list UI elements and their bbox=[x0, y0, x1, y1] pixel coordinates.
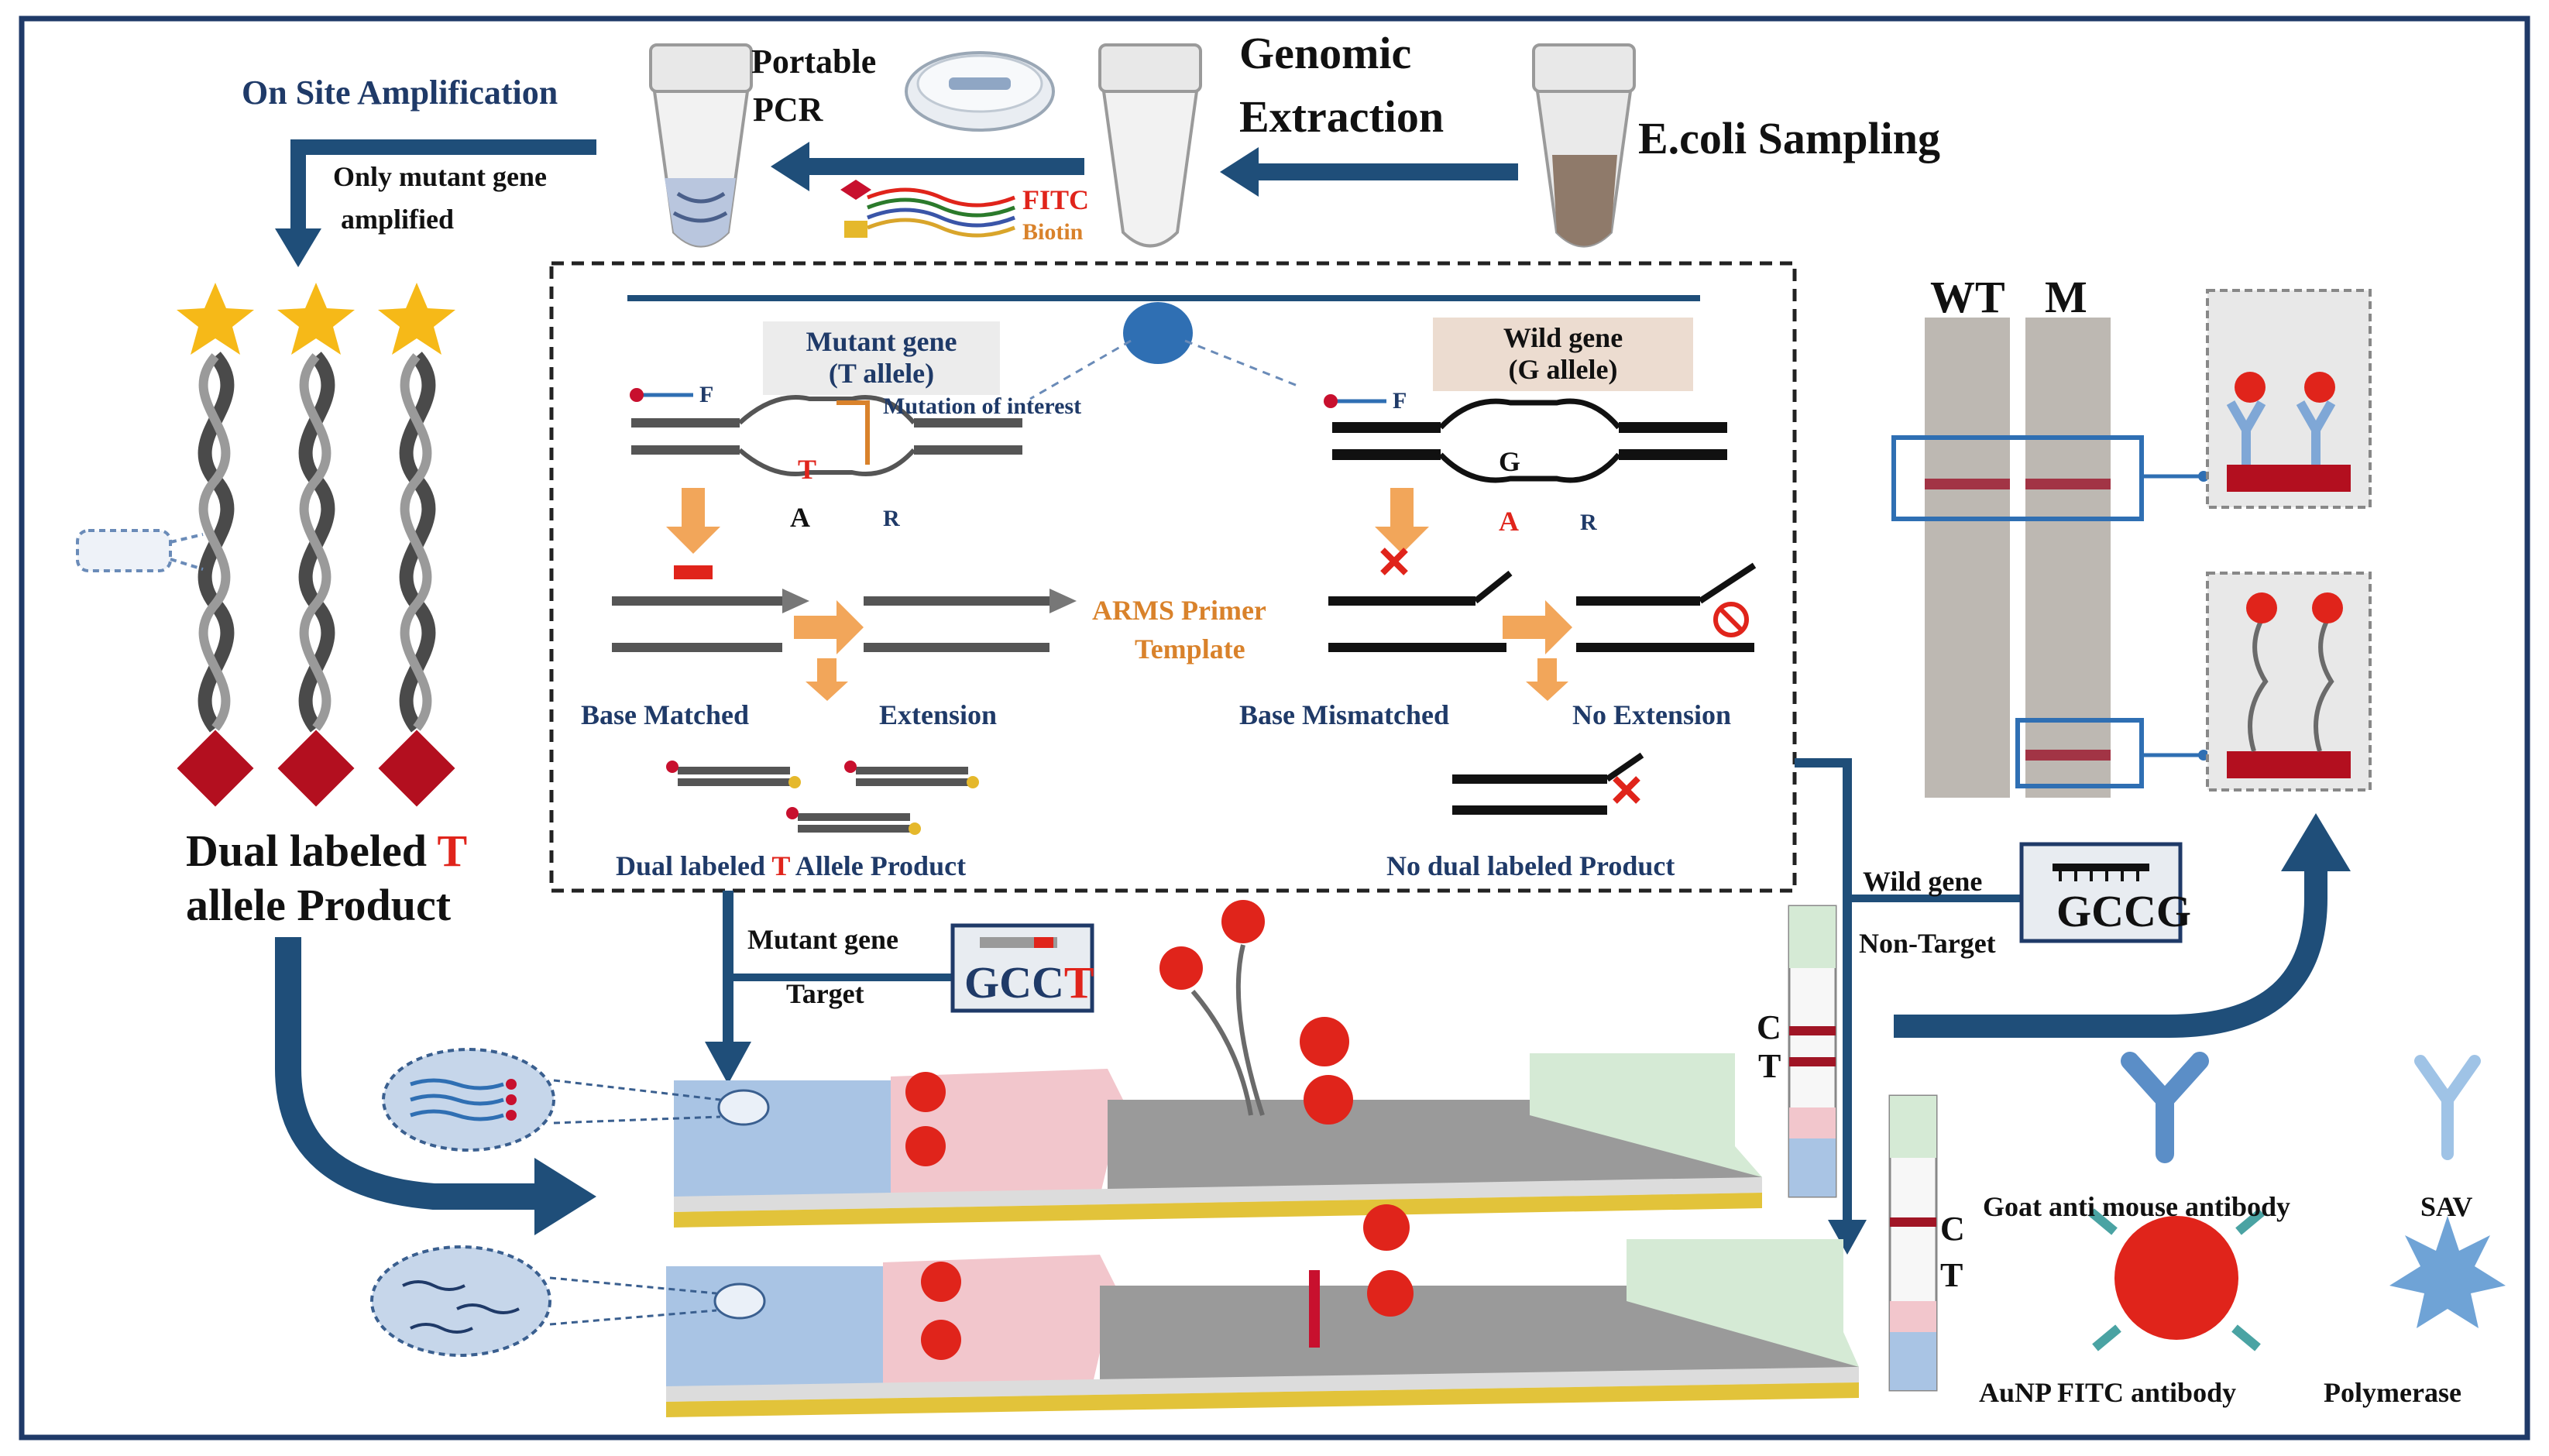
genomic-tube bbox=[1098, 43, 1202, 248]
no-extension-label: No Extension bbox=[1572, 699, 1732, 730]
strip-zoom-2 bbox=[370, 1245, 551, 1357]
arms-bars bbox=[612, 548, 1757, 652]
polymerase-legend-icon bbox=[2389, 1216, 2506, 1328]
gcct-zoom-bubble bbox=[76, 529, 172, 572]
mutation-of-interest-label: Mutation of interest bbox=[883, 393, 1082, 419]
lateral-flow-strip-bottom bbox=[666, 1204, 1859, 1417]
wt-label: WT bbox=[1930, 272, 2005, 322]
a-base-label-wild: A bbox=[1499, 506, 1519, 537]
arms-dashed-box bbox=[549, 261, 1797, 893]
goat-antibody-label: Goat anti mouse antibody bbox=[1983, 1191, 2291, 1222]
biotin-label: Biotin bbox=[1022, 219, 1084, 245]
mutant-gene-target-label-2: Target bbox=[786, 978, 864, 1009]
t-line-label-1: T bbox=[1758, 1047, 1781, 1085]
t-allele-text: (T allele) bbox=[828, 358, 935, 390]
g-allele-text: (G allele) bbox=[1508, 354, 1618, 386]
pcr-label: PCR bbox=[753, 91, 823, 129]
amplification-tube bbox=[649, 43, 753, 248]
base-matched-label: Base Matched bbox=[581, 699, 749, 730]
mutant-gene-tag: Mutant gene (T allele) bbox=[763, 321, 1000, 395]
dual-prefix-text: Dual labeled bbox=[616, 850, 766, 881]
extraction-label: Extraction bbox=[1239, 91, 1445, 142]
orange-arrows bbox=[666, 488, 1572, 701]
no-dual-product-label: No dual labeled Product bbox=[1386, 850, 1675, 881]
c-line-label-1: C bbox=[1757, 1008, 1781, 1046]
aunp-antibody-label: AuNP FITC antibody bbox=[1979, 1377, 2237, 1408]
dual-labeled-t-allele-label-2: allele Product bbox=[186, 880, 452, 930]
dual-t-text: T bbox=[771, 850, 790, 881]
wild-gene-nontarget-label-2: Non-Target bbox=[1859, 928, 1996, 959]
gcct-label: GCCT bbox=[964, 960, 1094, 1005]
gcct-text: GCC bbox=[964, 957, 1064, 1008]
curved-arrow-to-strip bbox=[275, 937, 542, 1210]
g-base-label: G bbox=[1499, 446, 1521, 477]
only-mutant-label: Only mutant gene bbox=[333, 161, 548, 192]
no-dual-product-bars bbox=[1452, 752, 1644, 815]
t-base-label: T bbox=[798, 454, 817, 485]
primer-r-label-mutant: R bbox=[883, 506, 900, 531]
dual-left-t-text: T bbox=[437, 826, 468, 876]
dual-labeled-t-product-label: Dual labeled T Allele Product bbox=[616, 852, 966, 880]
goat-antibody-icon bbox=[2121, 1052, 2209, 1163]
mutant-dna-schematic bbox=[630, 388, 1022, 477]
helix-1 bbox=[177, 283, 254, 807]
dual-left-1-text: Dual labeled bbox=[186, 826, 427, 876]
ecoli-sampling-label: E.coli Sampling bbox=[1638, 113, 1940, 163]
sav-label: SAV bbox=[2420, 1191, 2473, 1222]
curved-arrow-to-results bbox=[1894, 864, 2327, 1038]
mutant-gene-target-label-1: Mutant gene bbox=[747, 924, 898, 955]
strip-zoom-1 bbox=[382, 1048, 555, 1152]
c-line-label-2: C bbox=[1940, 1210, 1965, 1248]
m-label: M bbox=[2045, 272, 2087, 322]
polymerase-blob bbox=[1123, 302, 1193, 364]
base-mismatched-label: Base Mismatched bbox=[1239, 699, 1449, 730]
wild-gene-text: Wild gene bbox=[1503, 322, 1623, 353]
ecoli-tube bbox=[1532, 43, 1636, 248]
polymerase-label: Polymerase bbox=[2324, 1377, 2461, 1408]
arrow-wild-to-strip bbox=[1795, 758, 1852, 1224]
gcct-t-text: T bbox=[1063, 957, 1094, 1008]
fitc-biotin-primers bbox=[840, 180, 1015, 238]
wild-gene-nontarget-label-1: Wild gene bbox=[1863, 866, 1983, 897]
template-label: Template bbox=[1135, 634, 1245, 664]
primer-f-label-mutant: F bbox=[699, 382, 714, 407]
aunp-fitc-antibody-icon bbox=[2088, 1208, 2265, 1351]
amplified-label: amplified bbox=[341, 204, 455, 235]
gccg-label: GCCG bbox=[2056, 886, 2191, 936]
sav-icon bbox=[2414, 1055, 2481, 1160]
pcr-device-icon bbox=[905, 51, 1055, 132]
mutant-gene-text: Mutant gene bbox=[806, 326, 957, 357]
t-line-label-2: T bbox=[1940, 1256, 1963, 1294]
genomic-label: Genomic bbox=[1239, 28, 1412, 78]
portable-label: Portable bbox=[751, 43, 877, 81]
left-helices bbox=[76, 283, 455, 807]
wt-strip bbox=[1925, 318, 2010, 798]
fitc-label: FITC bbox=[1022, 184, 1090, 215]
gccg-box bbox=[2019, 842, 2183, 943]
arms-primer-label: ARMS Primer bbox=[1092, 595, 1266, 626]
primer-f-label-wild: F bbox=[1393, 388, 1407, 414]
dual-suffix-text: Allele Product bbox=[795, 850, 967, 881]
wild-gene-tag: Wild gene (G allele) bbox=[1433, 318, 1693, 391]
outer-frame bbox=[19, 15, 2530, 1441]
on-site-amplification-label: On Site Amplification bbox=[242, 74, 558, 112]
helix-2 bbox=[277, 283, 355, 807]
helix-3 bbox=[378, 283, 455, 807]
arrow-to-strands bbox=[290, 139, 596, 232]
dual-labeled-products bbox=[666, 761, 979, 835]
m-strip bbox=[2025, 318, 2111, 798]
primer-r-label-wild: R bbox=[1580, 510, 1597, 535]
dual-labeled-t-allele-label-1: Dual labeled T bbox=[186, 829, 467, 874]
a-base-label-mutant: A bbox=[790, 502, 810, 533]
wild-dna-schematic bbox=[1324, 394, 1727, 483]
extension-label: Extension bbox=[879, 699, 998, 730]
